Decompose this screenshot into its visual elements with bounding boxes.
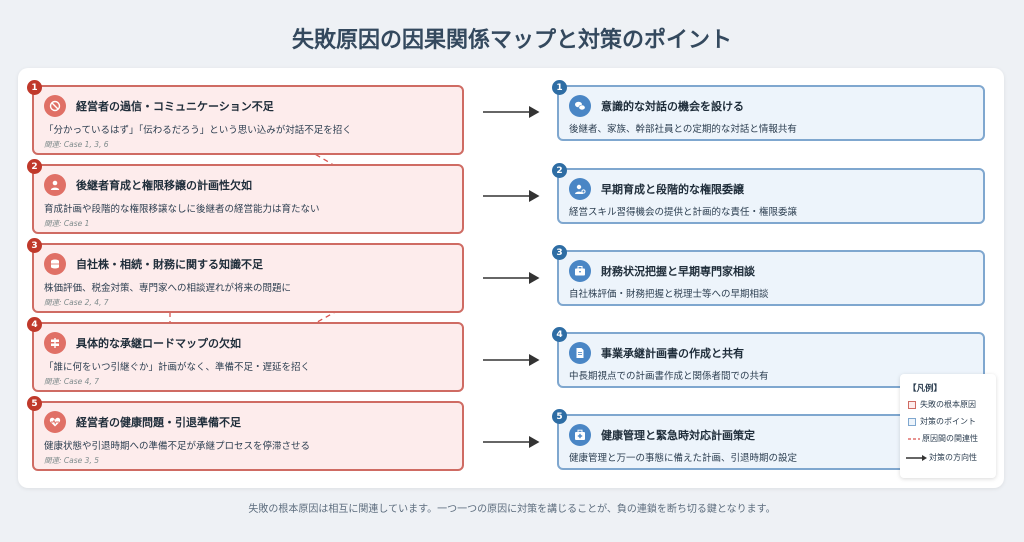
- cause-title: 具体的な承継ロードマップの欠如: [76, 337, 241, 350]
- measure-title: 事業承継計画書の作成と共有: [601, 347, 744, 360]
- cause-number-badge: 5: [27, 396, 42, 411]
- medkit-icon: [569, 424, 591, 446]
- cause-description: 健康状態や引退時期への準備不足が承継プロセスを停滞させる: [44, 441, 311, 452]
- user-icon: [44, 174, 66, 196]
- no-speech-icon: [44, 95, 66, 117]
- arrow-line-swatch: [906, 454, 927, 461]
- footer-note: 失敗の根本原因は相互に関連しています。一つ一つの原因に対策を講じることが、負の連…: [248, 504, 776, 515]
- cause-number-badge: 2: [27, 159, 42, 174]
- legend-item-relation: 原因間の関連性: [908, 433, 978, 444]
- measure-card-3: 3 財務状況把握と早期専門家相談 自社株評価・財務把握と税理士等への早期相談: [552, 245, 985, 306]
- measure-card-1: 1 意識的な対話の機会を設ける 後継者、家族、幹部社員との定期的な対話と情報共有: [552, 80, 985, 141]
- legend: 【凡例】 失敗の根本原因 対策のポイント 原因間の関連性 対策の方向性: [900, 374, 996, 478]
- cause-card-1: 1 経営者の過信・コミュニケーション不足 「分かっているはず」「伝わるだろう」と…: [27, 80, 464, 155]
- cause-description: 「誰に何をいつ引継ぐか」計画がなく、準備不足・遅延を招く: [44, 362, 311, 373]
- heart-pulse-icon: [44, 411, 66, 433]
- cause-number-badge: 4: [27, 317, 42, 332]
- cause-description: 「分かっているはず」「伝わるだろう」という思い込みが対話不足を招く: [44, 125, 352, 136]
- measure-number-badge: 2: [552, 163, 567, 178]
- chat-icon: [569, 95, 591, 117]
- measure-number-badge: 1: [552, 80, 567, 95]
- page-title: 失敗原因の因果関係マップと対策のポイント: [291, 28, 732, 53]
- cause-related-cases: 関連: Case 4, 7: [44, 377, 99, 386]
- legend-label: 原因間の関連性: [922, 434, 978, 443]
- cause-related-cases: 関連: Case 3, 5: [44, 456, 99, 465]
- measure-number-badge: 3: [552, 245, 567, 260]
- measure-description: 後継者、家族、幹部社員との定期的な対話と情報共有: [569, 124, 797, 135]
- signpost-icon: [44, 332, 66, 354]
- cause-title: 経営者の健康問題・引退準備不足: [76, 416, 241, 429]
- measure-title: 財務状況把握と早期専門家相談: [601, 265, 755, 278]
- measure-swatch: [908, 417, 916, 426]
- legend-item-measure: 対策のポイント: [908, 416, 976, 427]
- cause-related-cases: 関連: Case 1: [44, 219, 90, 228]
- legend-label: 対策のポイント: [920, 417, 976, 426]
- measure-description: 経営スキル習得機会の提供と計画的な責任・権限委譲: [569, 207, 798, 218]
- cause-card-4: 4 具体的な承継ロードマップの欠如 「誰に何をいつ引継ぐか」計画がなく、準備不足…: [27, 317, 464, 392]
- legend-item-cause: 失敗の根本原因: [908, 399, 976, 410]
- measure-number-badge: 5: [552, 409, 567, 424]
- cause-swatch: [908, 400, 916, 409]
- cause-title: 自社株・相続・財務に関する知識不足: [76, 258, 263, 271]
- cause-number-badge: 1: [27, 80, 42, 95]
- legend-title: 【凡例】: [908, 384, 943, 394]
- measure-card-2: 2 早期育成と段階的な権限委譲 経営スキル習得機会の提供と計画的な責任・権限委譲: [552, 163, 985, 224]
- cause-description: 育成計画や段階的な権限移譲なしに後継者の経営能力は育たない: [44, 204, 320, 215]
- legend-item-direction: 対策の方向性: [906, 452, 977, 463]
- cause-card-3: 3 自社株・相続・財務に関する知識不足 株価評価、税金対策、専門家への相談遅れが…: [27, 238, 464, 313]
- cause-related-cases: 関連: Case 2, 4, 7: [44, 298, 109, 307]
- document-icon: [569, 342, 591, 364]
- measure-description: 自社株評価・財務把握と税理士等への早期相談: [569, 289, 769, 300]
- dashed-line-swatch: [908, 437, 920, 440]
- cause-description: 株価評価、税金対策、専門家への相談遅れが将来の問題に: [44, 283, 292, 294]
- legend-label: 対策の方向性: [929, 453, 977, 462]
- map-panel: 1 経営者の過信・コミュニケーション不足 「分かっているはず」「伝わるだろう」と…: [18, 68, 1004, 488]
- coins-icon: [44, 253, 66, 275]
- measure-number-badge: 4: [552, 327, 567, 342]
- measure-description: 健康管理と万一の事態に備えた計画、引退時期の設定: [569, 453, 798, 464]
- cause-title: 後継者育成と権限移譲の計画性欠如: [76, 179, 252, 192]
- cause-title: 経営者の過信・コミュニケーション不足: [76, 100, 274, 113]
- user-gear-icon: [569, 178, 591, 200]
- measure-title: 早期育成と段階的な権限委譲: [601, 183, 744, 196]
- cause-card-5: 5 経営者の健康問題・引退準備不足 健康状態や引退時期への準備不足が承継プロセス…: [27, 396, 464, 471]
- measure-title: 意識的な対話の機会を設ける: [601, 100, 744, 113]
- measure-description: 中長期視点での計画書作成と関係者間での共有: [569, 371, 769, 382]
- cause-related-cases: 関連: Case 1, 3, 6: [44, 140, 109, 149]
- cause-card-2: 2 後継者育成と権限移譲の計画性欠如 育成計画や段階的な権限移譲なしに後継者の経…: [27, 159, 464, 234]
- legend-label: 失敗の根本原因: [920, 400, 976, 409]
- measure-title: 健康管理と緊急時対応計画策定: [601, 429, 755, 442]
- cause-number-badge: 3: [27, 238, 42, 253]
- briefcase-icon: [569, 260, 591, 282]
